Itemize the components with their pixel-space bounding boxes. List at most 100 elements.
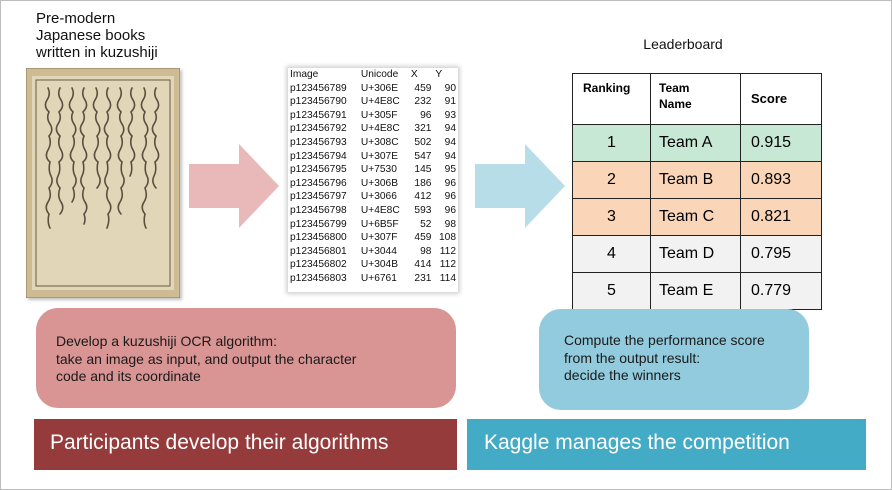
kuzushiji-book-image [25, 67, 181, 299]
leaderboard-title: Leaderboard [643, 36, 723, 52]
leaderboard-score: 0.779 [740, 272, 822, 310]
csv-cell-image: p123456796 [290, 177, 347, 189]
csv-cell-image: p123456791 [290, 109, 347, 121]
csv-cell-x: 459 [414, 232, 432, 244]
flow-arrow-right-icon [189, 144, 279, 228]
csv-cell-unicode: U+6761 [360, 272, 397, 284]
csv-cell-image: p123456800 [290, 232, 347, 244]
csv-cell-y: 94 [444, 123, 456, 135]
csv-cell-image: p123456803 [290, 272, 347, 284]
csv-cell-unicode: U+308C [360, 136, 399, 148]
kaggle-banner: Kaggle manages the competition [467, 419, 866, 470]
leaderboard-rank: 4 [572, 235, 651, 273]
csv-cell-unicode: U+3066 [360, 191, 397, 203]
csv-row: p123456801 U+3044 98 112 [288, 245, 458, 259]
leaderboard-score: 0.915 [740, 124, 822, 162]
participants-task-line: Develop a kuzushiji OCR algorithm: [56, 333, 277, 349]
csv-cell-x: 96 [420, 109, 432, 121]
participants-task-text: Develop a kuzushiji OCR algorithm: take … [56, 333, 446, 386]
csv-cell-y: 91 [444, 96, 456, 108]
csv-cell-unicode: U+4E8C [360, 123, 400, 135]
csv-cell-image: p123456794 [290, 150, 347, 162]
csv-cell-unicode: U+306B [360, 177, 398, 189]
header-team-line2: Name [659, 97, 692, 111]
csv-cell-y: 112 [439, 259, 456, 271]
csv-cell-x: 98 [420, 245, 432, 257]
csv-cell-image: p123456795 [290, 164, 347, 176]
kaggle-task-line: decide the winners [564, 367, 681, 383]
csv-cell-image: p123456797 [290, 191, 347, 203]
header-team-name: Team Name [650, 73, 741, 125]
csv-row: p123456796 U+306B 186 96 [288, 177, 458, 191]
header-ranking: Ranking [572, 73, 651, 125]
csv-cell-y: 96 [444, 191, 456, 203]
header-score: Score [740, 73, 822, 125]
csv-cell-x: 145 [414, 164, 432, 176]
csv-cell-unicode: U+6B5F [360, 218, 399, 230]
csv-cell-y: 96 [444, 204, 456, 216]
csv-cell-x: 547 [414, 150, 432, 162]
leaderboard-team: Team E [650, 272, 741, 310]
csv-cell-y: 108 [439, 232, 456, 244]
leaderboard-rank: 3 [572, 198, 651, 236]
csv-row: p123456800 U+307F 459 108 [288, 231, 458, 245]
csv-cell-image: p123456792 [290, 123, 347, 135]
csv-cell-y: 114 [439, 272, 456, 284]
leaderboard-score: 0.893 [740, 161, 822, 199]
leaderboard-header-row: Ranking Team Name Score [572, 73, 822, 125]
flow-arrow-right-icon [475, 144, 565, 228]
csv-cell-image: p123456801 [290, 245, 347, 257]
kaggle-task-box [539, 309, 809, 410]
csv-cell-y: 90 [444, 82, 456, 94]
csv-cell-x: 186 [414, 177, 432, 189]
kaggle-task-text: Compute the performance score from the o… [564, 332, 804, 385]
leaderboard-score: 0.795 [740, 235, 822, 273]
csv-cell-y: 112 [439, 245, 456, 257]
csv-cell-unicode: U+307E [360, 150, 398, 162]
csv-cell-y: 98 [444, 218, 456, 230]
leaderboard-team: Team C [650, 198, 741, 236]
book-caption: Pre-modern Japanese books written in kuz… [36, 10, 158, 61]
participants-task-box [36, 308, 456, 408]
csv-cell-x: 502 [414, 136, 432, 148]
csv-cell-unicode: U+4E8C [360, 204, 400, 216]
csv-header-unicode: Unicode [360, 69, 399, 80]
leaderboard-rank: 5 [572, 272, 651, 310]
csv-cell-unicode: U+307F [360, 232, 398, 244]
csv-cell-unicode: U+3044 [360, 245, 397, 257]
csv-cell-x: 414 [414, 259, 432, 271]
csv-cell-y: 94 [444, 136, 456, 148]
kaggle-task-line: from the output result: [564, 349, 701, 366]
csv-cell-image: p123456802 [290, 259, 347, 271]
csv-cell-x: 593 [414, 204, 432, 216]
csv-cell-x: 412 [414, 191, 432, 203]
leaderboard-rank: 2 [572, 161, 651, 199]
csv-cell-x: 52 [420, 218, 432, 230]
csv-header-row: Image Unicode X Y [288, 68, 458, 82]
header-team-line1: Team [659, 81, 690, 95]
csv-cell-unicode: U+305F [360, 109, 398, 121]
csv-row: p123456797 U+3066 412 96 [288, 190, 458, 204]
participants-banner: Participants develop their algorithms [34, 419, 457, 470]
leaderboard-score: 0.821 [740, 198, 822, 236]
participants-task-line: take an image as input, and output the c… [56, 350, 357, 367]
csv-cell-y: 93 [444, 109, 456, 121]
csv-header-y: Y [435, 69, 443, 80]
leaderboard-team: Team A [650, 124, 741, 162]
csv-row: p123456791 U+305F 96 93 [288, 109, 458, 123]
csv-cell-y: 96 [444, 177, 456, 189]
csv-cell-y: 95 [444, 164, 456, 176]
